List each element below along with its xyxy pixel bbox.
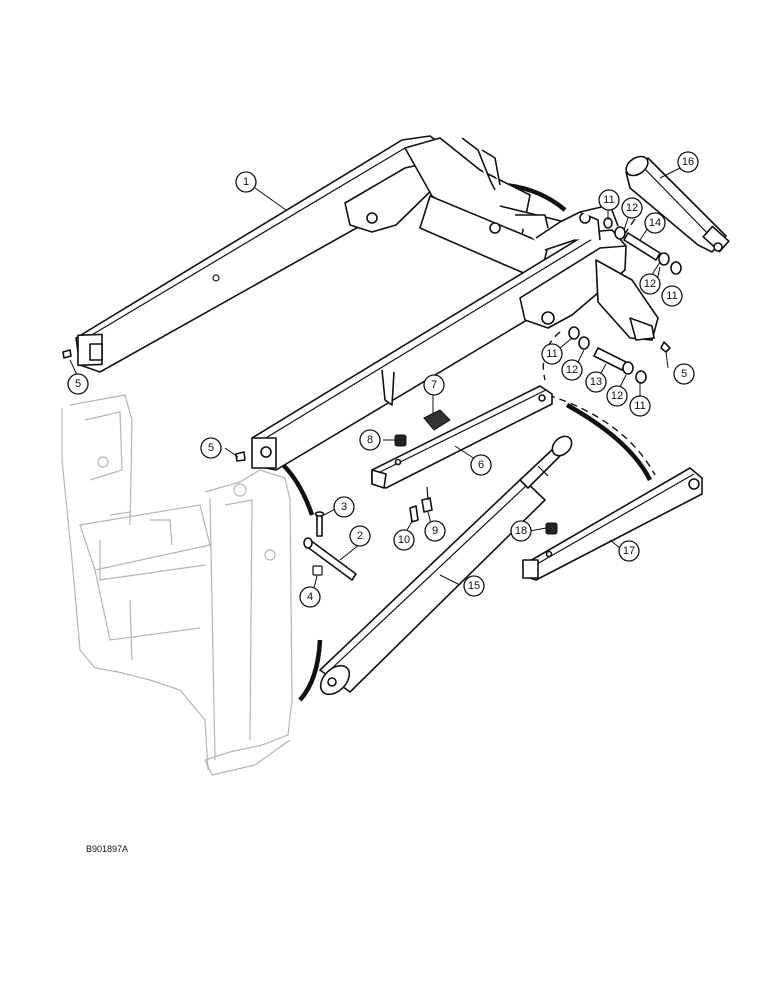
callout-5-left: 5 xyxy=(67,373,89,395)
callout-5-mid: 5 xyxy=(200,437,222,459)
brace-17 xyxy=(522,467,703,581)
callout-4: 4 xyxy=(299,586,321,608)
lift-cylinder-15 xyxy=(319,435,573,696)
callout-14: 14 xyxy=(644,212,666,234)
svg-text:2: 2 xyxy=(357,530,363,542)
callout-11-d: 11 xyxy=(629,395,651,417)
svg-text:15: 15 xyxy=(468,580,480,592)
svg-text:18: 18 xyxy=(515,525,527,537)
svg-text:11: 11 xyxy=(546,348,557,360)
svg-text:13: 13 xyxy=(590,376,602,388)
callout-12-d: 12 xyxy=(606,385,628,407)
svg-text:12: 12 xyxy=(626,202,638,214)
callout-18: 18 xyxy=(510,520,532,542)
callout-5-right: 5 xyxy=(673,363,695,385)
callout-12-b: 12 xyxy=(639,273,661,295)
callout-9: 9 xyxy=(424,520,446,542)
pad-7 xyxy=(423,409,451,431)
svg-text:11: 11 xyxy=(634,400,645,412)
callout-1: 1 xyxy=(235,171,257,193)
callout-13: 13 xyxy=(585,371,607,393)
svg-text:5: 5 xyxy=(208,442,214,454)
nut-8 xyxy=(394,434,407,447)
washer-12-upper xyxy=(614,226,670,266)
pin-9 xyxy=(421,486,433,513)
callout-16: 16 xyxy=(677,151,699,173)
callout-15: 15 xyxy=(463,575,485,597)
svg-text:9: 9 xyxy=(432,525,438,537)
callout-10: 10 xyxy=(393,529,415,551)
svg-text:11: 11 xyxy=(603,194,614,206)
svg-text:16: 16 xyxy=(682,156,694,168)
callout-2: 2 xyxy=(349,525,371,547)
svg-text:5: 5 xyxy=(681,368,687,380)
callout-11-c: 11 xyxy=(541,343,563,365)
svg-text:7: 7 xyxy=(431,379,437,391)
svg-text:11: 11 xyxy=(666,290,677,302)
svg-text:17: 17 xyxy=(623,545,635,557)
tilt-cylinder-16 xyxy=(625,155,730,253)
svg-text:6: 6 xyxy=(478,459,484,471)
clip-10 xyxy=(409,505,419,523)
callout-17: 17 xyxy=(618,540,640,562)
loader-arm-left xyxy=(75,135,531,373)
callout-7: 7 xyxy=(423,374,445,396)
callout-12-a: 12 xyxy=(621,197,643,219)
svg-text:8: 8 xyxy=(367,434,373,446)
svg-text:14: 14 xyxy=(649,217,661,229)
pin-13 xyxy=(593,347,627,371)
svg-text:4: 4 xyxy=(307,591,313,603)
bolt-3 xyxy=(314,511,325,537)
svg-text:1: 1 xyxy=(243,176,249,188)
nut-4 xyxy=(312,565,323,576)
snap-ring-11-lower xyxy=(568,326,647,384)
callout-8: 8 xyxy=(359,429,381,451)
machine-frame-ghost xyxy=(61,394,293,776)
svg-text:12: 12 xyxy=(611,390,623,402)
callout-12-c: 12 xyxy=(561,359,583,381)
channel-6 xyxy=(371,385,553,489)
svg-text:5: 5 xyxy=(75,378,81,390)
snap-ring-11-upper xyxy=(603,217,682,275)
callout-3: 3 xyxy=(333,496,355,518)
svg-text:3: 3 xyxy=(341,501,347,513)
svg-text:12: 12 xyxy=(566,364,578,376)
nut-18 xyxy=(545,522,558,535)
callout-11-a: 11 xyxy=(598,189,620,211)
rod-2 xyxy=(303,537,357,581)
washer-12-lower xyxy=(578,336,634,375)
pin-14 xyxy=(623,232,661,261)
callout-6: 6 xyxy=(470,454,492,476)
callout-11-b: 11 xyxy=(661,285,683,307)
svg-text:12: 12 xyxy=(644,278,656,290)
svg-text:10: 10 xyxy=(398,534,410,546)
figure-id: B901897A xyxy=(86,844,129,854)
